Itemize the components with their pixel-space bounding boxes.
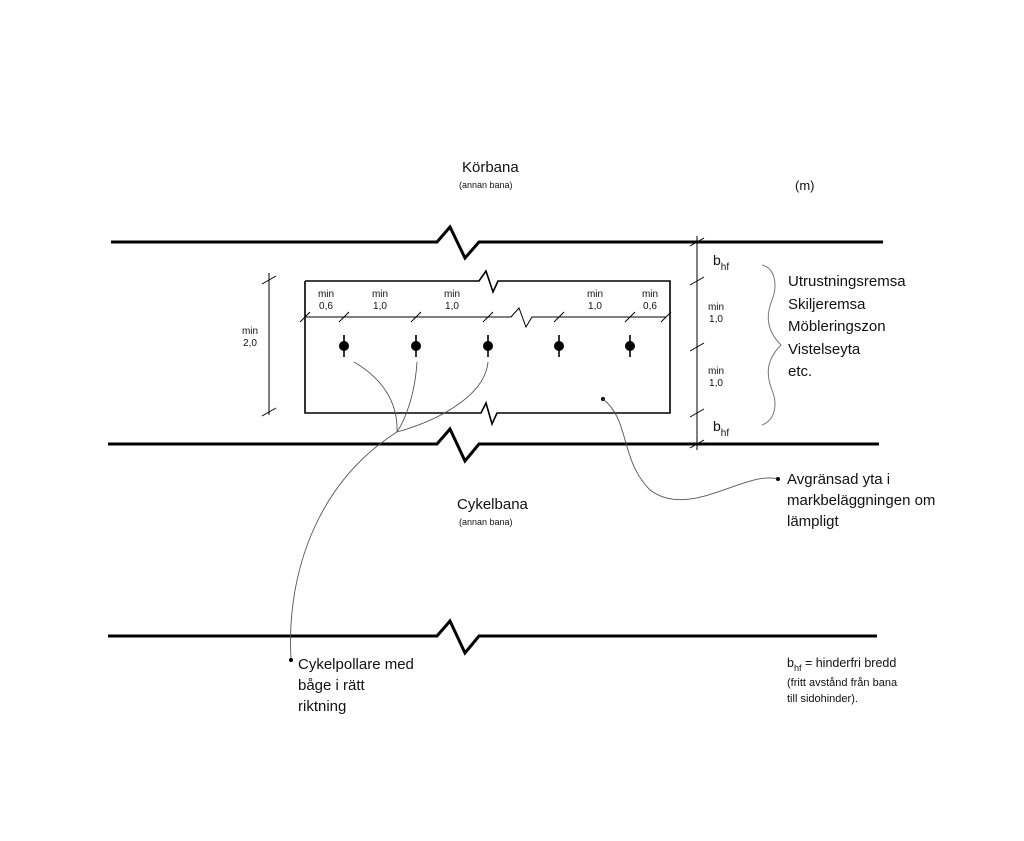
dim-label-2-value: 1,0 — [373, 300, 387, 312]
bhf-top-base: b — [713, 252, 721, 268]
surface-leader-line — [602, 398, 779, 501]
roadway-edge-line — [111, 224, 883, 261]
dim-label-5: min 0,6 — [638, 289, 662, 312]
dim-label-4: min 1,0 — [583, 289, 607, 312]
strip-height-value: 2,0 — [243, 337, 257, 349]
dim-label-1: min 0,6 — [314, 289, 338, 312]
bhf-bottom-label: bhf — [713, 418, 729, 440]
cycle-lane-edge-line — [108, 426, 879, 464]
roadway-note: (annan bana) — [459, 180, 513, 190]
legend-note: (fritt avstånd från bana till sidohinder… — [787, 677, 898, 705]
strip-height-min: min — [241, 326, 259, 337]
right-lower-label: min 1,0 — [704, 366, 728, 389]
cycle-lane-note: (annan bana) — [459, 517, 513, 527]
bollard-5 — [625, 335, 635, 357]
dim-label-5-value: 0,6 — [643, 300, 657, 312]
bollard-3 — [483, 335, 493, 357]
legend-symbol-base: b — [787, 656, 794, 670]
bollard-4 — [554, 335, 564, 357]
bollard-callout-dot — [289, 658, 293, 662]
legend-definition-text: = hinderfri bredd — [801, 656, 897, 670]
right-upper-value: 1,0 — [709, 313, 723, 325]
horizontal-dimension-line — [305, 307, 666, 329]
unit-label: (m) — [795, 178, 815, 193]
right-upper-label: min 1,0 — [704, 302, 728, 325]
surface-callout-text: Avgränsad yta i markbeläggningen om lämp… — [787, 471, 936, 530]
strip-height-dimension — [261, 273, 277, 417]
bollard-1 — [339, 335, 349, 357]
bollard-2 — [411, 335, 421, 357]
dim-label-3-value: 1,0 — [445, 300, 459, 312]
right-lower-value: 1,0 — [709, 377, 723, 389]
horizontal-dimension-ticks — [299, 311, 672, 323]
dim-label-1-value: 0,6 — [319, 300, 333, 312]
strip-names-brace — [761, 264, 782, 426]
dim-label-4-min: min — [586, 289, 604, 300]
bhf-top-label: bhf — [713, 252, 729, 274]
surface-callout-dot — [776, 477, 780, 481]
bhf-top-sub: hf — [720, 262, 730, 273]
dim-label-3-min: min — [443, 289, 461, 300]
right-lower-min: min — [707, 366, 725, 377]
dim-label-3: min 1,0 — [440, 289, 464, 312]
cycle-lane-label: Cykelbana — [457, 496, 528, 513]
bhf-bottom-sub: hf — [720, 428, 730, 439]
strip-outline — [304, 269, 671, 427]
dim-label-1-min: min — [317, 289, 335, 300]
legend-definition: bhf = hinderfri bredd — [787, 656, 896, 673]
dim-label-5-min: min — [641, 289, 659, 300]
strip-height-label: min 2,0 — [238, 326, 262, 349]
legend-symbol-sub: hf — [793, 663, 802, 673]
right-upper-min: min — [707, 302, 725, 313]
dim-label-2: min 1,0 — [368, 289, 392, 312]
cycle-lane-far-edge-line — [108, 618, 877, 656]
roadway-label: Körbana — [462, 159, 519, 176]
bollard-callout-text: Cykelpollare med båge i rätt riktning — [298, 656, 414, 715]
bollard-leader-lines — [290, 361, 489, 660]
right-dimension-chain — [689, 236, 705, 450]
dim-label-4-value: 1,0 — [588, 300, 602, 312]
bhf-bottom-base: b — [713, 418, 721, 434]
strip-names-list: Utrustningsremsa Skiljeremsa Möbleringsz… — [788, 273, 906, 380]
dim-label-2-min: min — [371, 289, 389, 300]
